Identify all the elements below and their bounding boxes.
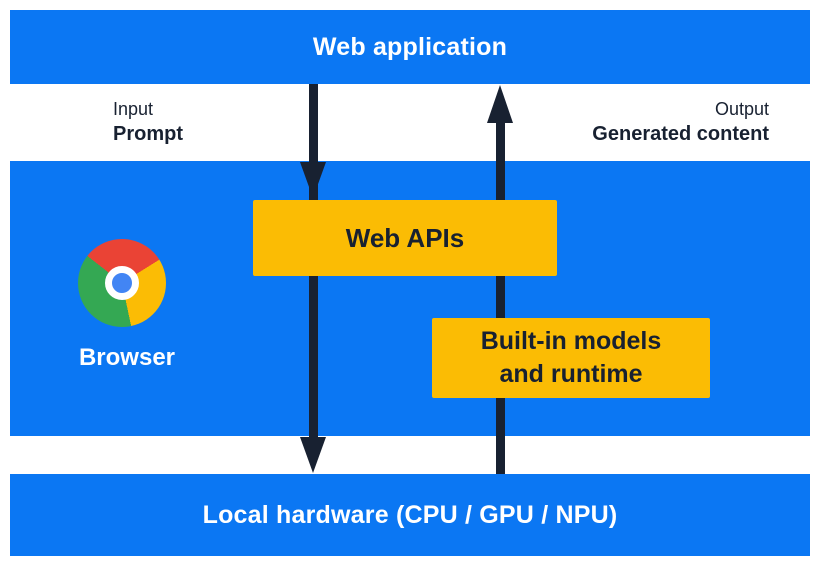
output-label-group: Output Generated content	[592, 84, 769, 161]
output-label: Output	[714, 99, 769, 119]
local-hardware-layer: Local hardware (CPU / GPU / NPU)	[10, 474, 810, 556]
web-application-layer: Web application	[10, 10, 810, 84]
builtin-models-line2: and runtime	[499, 360, 643, 388]
web-application-label: Web application	[312, 32, 508, 61]
web-apis-label: Web APIs	[345, 222, 465, 253]
input-value: Prompt	[113, 123, 183, 145]
builtin-models-line1: Built-in models	[480, 326, 662, 355]
output-value: Generated content	[592, 123, 769, 145]
chrome-logo-icon	[78, 239, 166, 327]
input-label: Input	[113, 99, 154, 119]
builtin-models-label: Built-in models and runtime	[481, 325, 662, 392]
output-flow-arrowhead-icon	[487, 85, 513, 123]
browser-label: Browser	[78, 344, 176, 371]
input-label-group: Input Prompt	[113, 84, 183, 161]
web-apis-box: Web APIs	[253, 200, 557, 276]
input-flow-arrowhead-upper-icon	[300, 162, 326, 198]
chrome-logo-hub	[105, 266, 139, 300]
builtin-models-box: Built-in models and runtime	[432, 318, 710, 398]
local-hardware-label: Local hardware (CPU / GPU / NPU)	[202, 500, 618, 529]
output-flow-arrow-line	[496, 121, 505, 474]
input-flow-arrowhead-lower-icon	[300, 437, 326, 473]
